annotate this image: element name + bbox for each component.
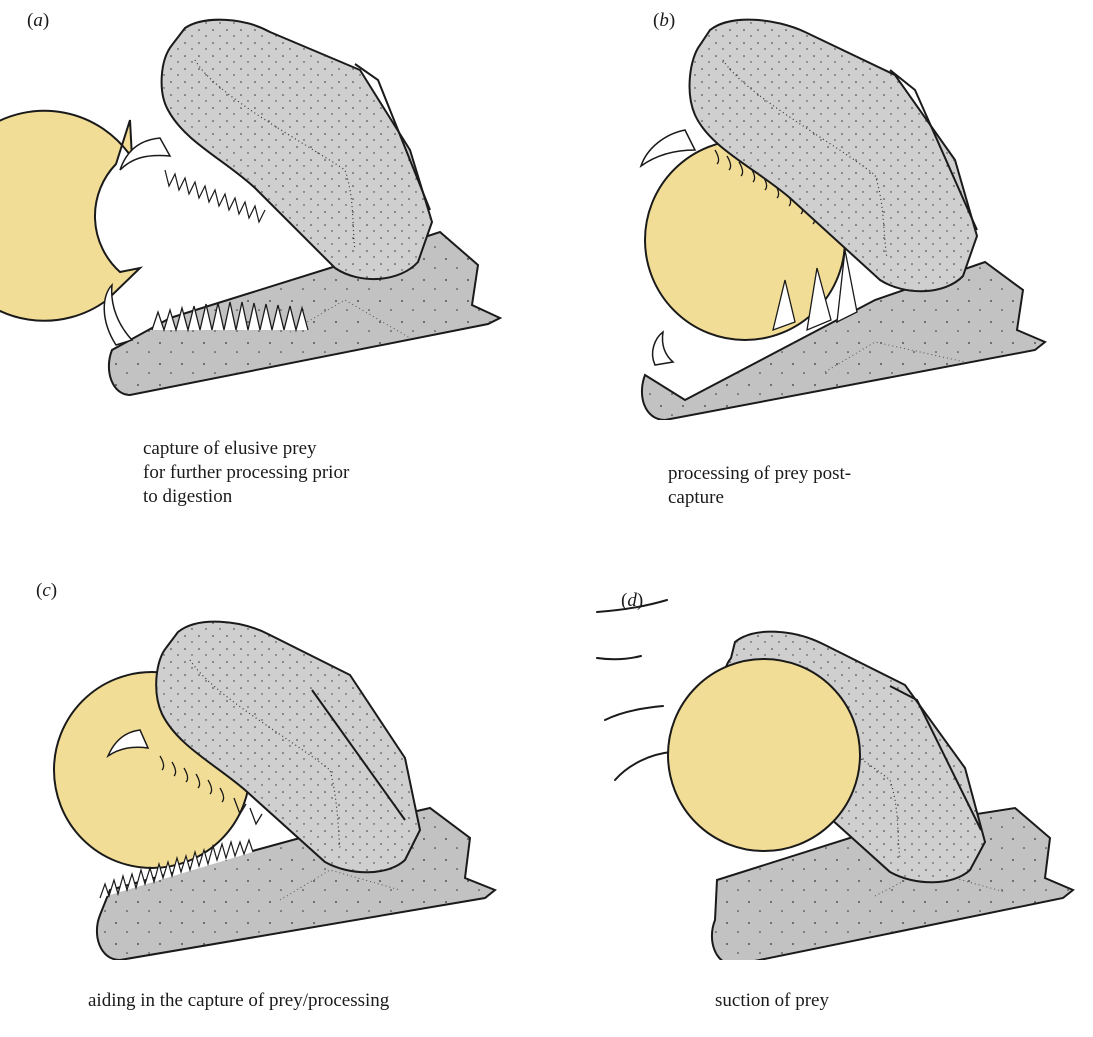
jaw-illustration-a <box>0 0 540 420</box>
panel-d: (d) suction of prey <box>545 580 1093 1037</box>
panel-b: (b) processing of prey post- capture <box>545 0 1093 520</box>
caption-b: processing of prey post- capture <box>668 462 851 510</box>
prey-d <box>668 659 860 851</box>
suction-lines <box>597 600 671 780</box>
jaw-illustration-b <box>545 0 1093 420</box>
prey-a <box>0 111 140 321</box>
panel-a: (a) capture of elusive prey for further … <box>0 0 540 520</box>
jaw-illustration-d <box>545 580 1093 960</box>
caption-a: capture of elusive prey for further proc… <box>143 437 349 509</box>
panel-c: (c) aiding in the capture of prey/proces… <box>0 580 545 1037</box>
jaw-illustration-c <box>0 580 545 960</box>
caption-d: suction of prey <box>715 989 829 1013</box>
caption-c: aiding in the capture of prey/processing <box>88 989 389 1013</box>
